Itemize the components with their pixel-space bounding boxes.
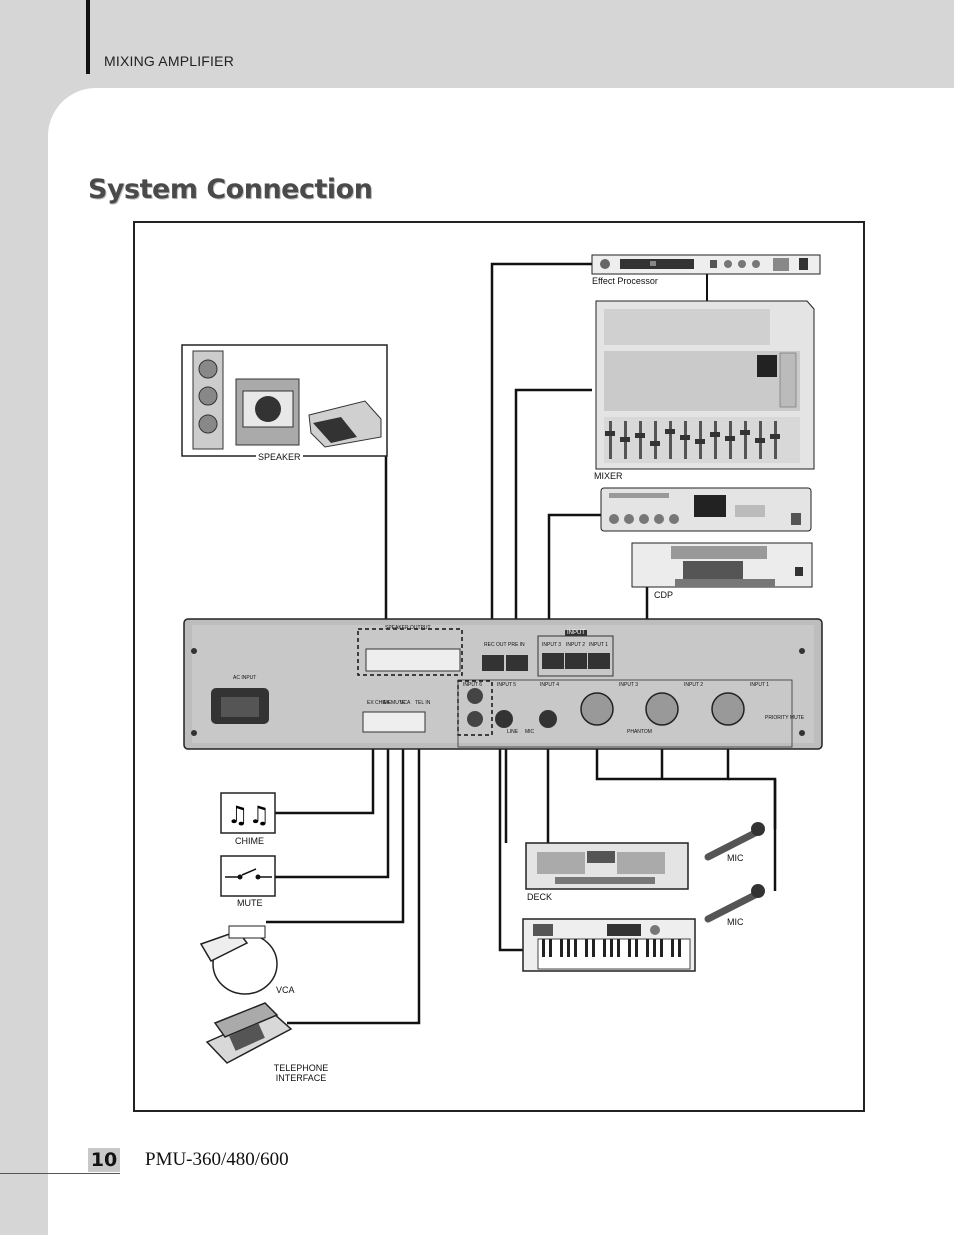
input3-xlr-label: INPUT 3 xyxy=(619,682,639,688)
speaker-group xyxy=(181,344,388,457)
mute-label: MUTE xyxy=(237,898,263,908)
line-switch-label: LINE xyxy=(507,729,519,735)
mixer-device xyxy=(595,300,815,470)
section-header: MIXING AMPLIFIER xyxy=(104,53,234,69)
priority-mute-label: PRIORITY MUTE xyxy=(765,715,805,721)
header-rule xyxy=(86,0,90,74)
input2-xlr-label: INPUT 2 xyxy=(684,682,704,688)
page-number: 10 xyxy=(88,1148,120,1172)
input1-label: INPUT 1 xyxy=(589,642,609,648)
vca-knob-device xyxy=(199,925,278,995)
input6-label: INPUT 6 xyxy=(463,682,483,688)
page-title: System Connection xyxy=(88,174,373,205)
effect-processor-label: Effect Processor xyxy=(592,276,658,286)
ex-chime-label: EX CHIME xyxy=(367,700,392,706)
input1-xlr-label: INPUT 1 xyxy=(750,682,770,688)
cassette-deck-device xyxy=(525,842,689,890)
input-group-label: INPUT xyxy=(565,630,587,636)
amplifier-rear-panel xyxy=(183,618,823,750)
connection-diagram: ♫♫ xyxy=(133,221,865,1112)
telephone-label-line1: TELEPHONE xyxy=(273,1063,329,1073)
input4-label: INPUT 4 xyxy=(540,682,560,688)
deck-label: DECK xyxy=(527,892,553,902)
vca-port-label: VCA xyxy=(400,700,411,706)
mixer-label: MIXER xyxy=(594,471,623,481)
cdp-label: CDP xyxy=(654,590,674,600)
chime-label: CHIME xyxy=(235,836,264,846)
tel-in-label: TEL IN xyxy=(415,700,431,706)
footer-rule xyxy=(0,1173,120,1174)
diagram-artwork: ♫♫ xyxy=(181,254,823,1064)
mic2-label: MIC xyxy=(727,917,744,927)
ex-mute-label: EX MUTE xyxy=(383,700,406,706)
mic1-label: MIC xyxy=(727,853,744,863)
input2-label: INPUT 2 xyxy=(566,642,586,648)
ac-input-label: AC INPUT xyxy=(233,675,257,681)
pre-in-label: PRE IN xyxy=(508,642,525,648)
cdp-device xyxy=(631,542,813,588)
svg-text:♫♫: ♫♫ xyxy=(227,801,270,829)
mic-switch-label: MIC xyxy=(525,729,535,735)
mic-1-device xyxy=(704,822,765,861)
preamp-device xyxy=(600,487,812,532)
rec-out-label: REC OUT xyxy=(484,642,507,648)
telephone-device xyxy=(205,1002,293,1064)
vca-label: VCA xyxy=(276,985,295,995)
effect-processor-device xyxy=(591,254,821,275)
cables xyxy=(266,262,777,1025)
chime-device: ♫♫ xyxy=(220,792,276,834)
speaker-output-label: SPEAKER OUTPUT xyxy=(385,625,431,631)
model-name: PMU-360/480/600 xyxy=(145,1149,289,1170)
telephone-label-line2: INTERFACE xyxy=(275,1073,327,1083)
phantom-switch-label: PHANTOM xyxy=(627,729,652,735)
telephone-interface-label: TELEPHONE INTERFACE xyxy=(267,1063,335,1083)
keyboard-device xyxy=(522,918,696,972)
input5-label: INPUT 5 xyxy=(497,682,517,688)
speaker-label: SPEAKER xyxy=(256,452,303,462)
mute-switch-device xyxy=(220,855,276,897)
mic-2-device xyxy=(704,884,765,923)
input3-label: INPUT 3 xyxy=(542,642,562,648)
